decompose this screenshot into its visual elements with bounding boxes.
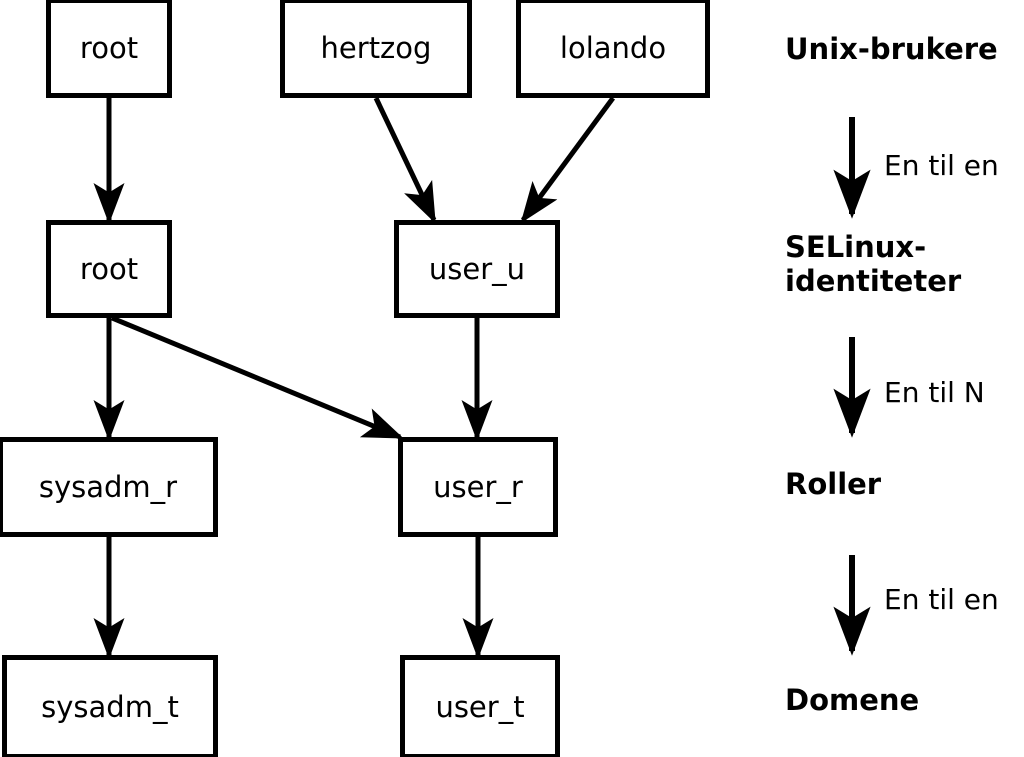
node-label-hertzog: hertzog bbox=[320, 30, 432, 65]
edge-se_root-to-user_r bbox=[111, 315, 404, 440]
level-roles: Roller bbox=[785, 467, 882, 501]
legend-arrow-3-label: En til en bbox=[884, 583, 999, 616]
node-box-se_root: root bbox=[46, 220, 172, 318]
node-box-lolando: lolando bbox=[516, 0, 710, 98]
node-box-hertzog: hertzog bbox=[280, 0, 472, 98]
legend-arrow-2-label: En til N bbox=[884, 376, 985, 409]
node-box-unix_root: root bbox=[46, 0, 172, 98]
level-selinux-identities: SELinux- identiteter bbox=[785, 230, 962, 298]
node-label-lolando: lolando bbox=[559, 30, 667, 65]
edge-hertzog-to-user_u bbox=[373, 96, 437, 224]
node-label-user_t: user_t bbox=[435, 689, 525, 724]
node-label-se_root: root bbox=[79, 251, 139, 286]
node-box-user_r: user_r bbox=[398, 437, 558, 537]
edge-lolando-to-user_u bbox=[520, 96, 616, 224]
node-box-sysadm_r: sysadm_r bbox=[0, 437, 218, 537]
node-label-unix_root: root bbox=[79, 30, 139, 65]
node-label-user_r: user_r bbox=[433, 469, 523, 504]
legend-arrow-1-label: En til en bbox=[884, 149, 999, 182]
node-label-sysadm_r: sysadm_r bbox=[38, 469, 178, 504]
level-domains: Domene bbox=[785, 683, 920, 717]
diagram-edge-group bbox=[93, 96, 616, 659]
node-box-user_t: user_t bbox=[400, 655, 560, 757]
node-box-sysadm_t: sysadm_t bbox=[2, 655, 218, 757]
level-unix-users: Unix-brukere bbox=[785, 32, 998, 66]
node-label-user_u: user_u bbox=[428, 251, 526, 286]
node-box-user_u: user_u bbox=[394, 220, 560, 318]
node-label-sysadm_t: sysadm_t bbox=[41, 689, 179, 724]
